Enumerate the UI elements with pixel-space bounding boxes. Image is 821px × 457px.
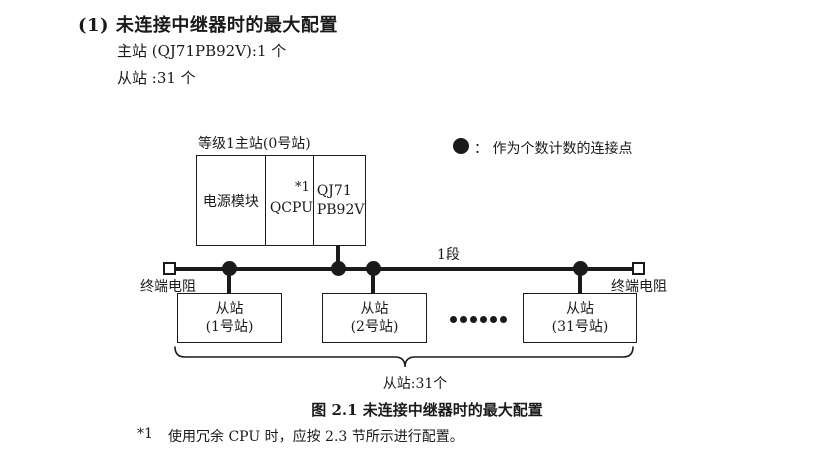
slave2-drop-line xyxy=(371,269,375,294)
connection-dot-icon xyxy=(573,261,588,276)
master-drop-line xyxy=(336,245,340,269)
terminator-right-icon xyxy=(632,262,645,275)
slave2-label-line2: (2号站) xyxy=(350,319,399,335)
power-module-label: 电源模块 xyxy=(202,193,259,210)
ellipsis-dots xyxy=(450,316,507,323)
ellipsis-dot-icon xyxy=(470,316,477,323)
cpu-footnote-ref: *1 xyxy=(295,180,310,195)
master-station-box: 电源模块 *1 QCPU QJ71 PB92V xyxy=(196,155,366,246)
underbrace-icon xyxy=(174,346,634,368)
slave1-drop-line xyxy=(227,269,231,294)
connection-dot-icon xyxy=(366,261,381,276)
terminator-left-label: 终端电阻 xyxy=(140,279,196,295)
pb92v-label-line1: QJ71 xyxy=(316,182,352,199)
bus-line xyxy=(170,267,640,271)
footnote-marker: *1 xyxy=(137,426,153,442)
master-station-label: 等级1主站(0号站) xyxy=(198,136,311,152)
qcpu-cell: *1 QCPU xyxy=(266,156,314,245)
legend-connection-dot-icon xyxy=(453,138,469,154)
slave1-label-line1: 从站 xyxy=(215,300,244,317)
slave1-label-line2: (1号站) xyxy=(205,319,254,335)
brace-label: 从站:31个 xyxy=(382,376,448,392)
power-module-cell: 电源模块 xyxy=(197,156,266,245)
slave-station-box-1: 从站 (1号站) xyxy=(177,293,282,343)
ellipsis-dot-icon xyxy=(490,316,497,323)
connection-dot-icon xyxy=(222,261,237,276)
ellipsis-dot-icon xyxy=(450,316,457,323)
footnote-text: 使用冗余 CPU 时，应按 2.3 节所示进行配置。 xyxy=(168,429,464,445)
slave-count-line: 从站 :31 个 xyxy=(117,69,196,87)
slave-station-box-2: 从站 (2号站) xyxy=(322,293,427,343)
slave31-label-line2: (31号站) xyxy=(551,319,609,335)
figure-caption: 图 2.1 未连接中继器时的最大配置 xyxy=(311,401,543,419)
slave-station-box-31: 从站 (31号站) xyxy=(523,293,637,343)
terminator-left-icon xyxy=(163,262,176,275)
section-heading: (1) 未连接中继器时的最大配置 xyxy=(78,15,338,36)
terminator-right-label: 终端电阻 xyxy=(611,279,667,295)
connection-dot-icon xyxy=(331,261,346,276)
pb92v-label-line2: PB92V xyxy=(316,201,365,218)
ellipsis-dot-icon xyxy=(480,316,487,323)
qcpu-label: QCPU xyxy=(269,199,313,216)
master-count-line: 主站 (QJ71PB92V):1 个 xyxy=(117,42,287,60)
slave2-label-line1: 从站 xyxy=(360,300,389,317)
ellipsis-dot-icon xyxy=(460,316,467,323)
ellipsis-dot-icon xyxy=(500,316,507,323)
legend-label: ： 作为个数计数的连接点 xyxy=(474,141,633,157)
pb92v-cell: QJ71 PB92V xyxy=(314,156,365,245)
slave31-drop-line xyxy=(578,269,582,294)
segment-label: 1段 xyxy=(437,247,460,263)
slave31-label-line1: 从站 xyxy=(566,300,594,317)
